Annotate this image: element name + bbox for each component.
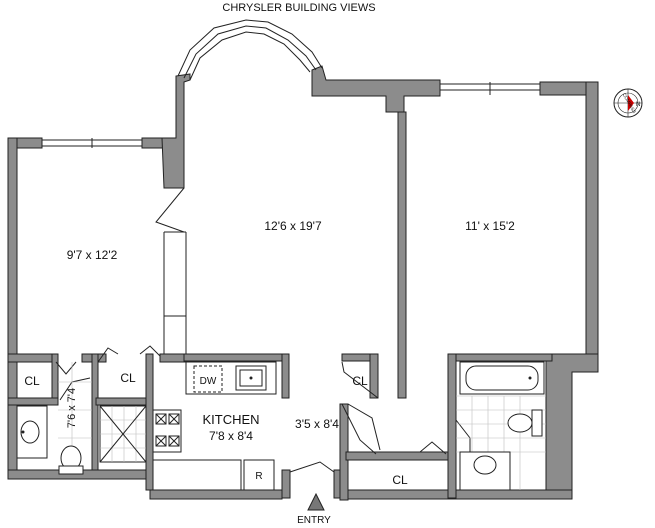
entry-arrow-icon	[307, 492, 325, 511]
closet-3-label: CL	[352, 374, 368, 388]
door-entry	[289, 461, 335, 473]
sink-right-icon	[473, 455, 497, 475]
interior-walls	[7, 111, 553, 501]
wall-living-top-right	[311, 65, 441, 113]
views-caption: CHRYSLER BUILDING VIEWS	[222, 2, 375, 14]
door-bath-2	[455, 419, 471, 452]
wall-entry-left	[281, 469, 291, 499]
wall-cl4-top	[345, 451, 457, 461]
wall-kitchen-right	[281, 353, 290, 399]
right-bedroom-dims: 11' x 15'2	[465, 219, 515, 233]
column-living-left	[161, 73, 191, 189]
doors	[55, 345, 471, 473]
bath-dims: 7'6 x 7'4	[66, 388, 78, 428]
labels: CHRYSLER BUILDING VIEWS 9'7 x 12'2 12'6 …	[24, 2, 515, 526]
wall-cl2-bottom	[95, 397, 153, 406]
living-room-dims: 12'6 x 19'7	[264, 219, 322, 233]
toilet-left-icon	[58, 445, 84, 475]
bay-window-inner	[183, 25, 317, 79]
bay-window-sill	[189, 31, 311, 81]
dishwasher	[193, 365, 223, 393]
door-bedroom-living	[155, 187, 185, 233]
kitchen-name: KITCHEN	[202, 412, 259, 427]
bay-window	[177, 19, 323, 81]
door-closet-4b	[419, 441, 447, 455]
door-closet-3	[341, 361, 379, 399]
door-closet-1	[55, 361, 77, 375]
door-closet-4a	[341, 403, 377, 455]
bathtub-icon	[459, 361, 545, 395]
wall-kitchen-top	[183, 353, 289, 362]
wall-cl3-right	[369, 353, 379, 399]
closet-4-label: CL	[392, 473, 408, 487]
wall-kitchen-left	[145, 353, 154, 491]
kitchen-counter-bottom	[152, 459, 242, 491]
compass-north: N	[636, 102, 640, 108]
wall-living-bedroom	[397, 111, 407, 399]
closet-2-label: CL	[120, 371, 136, 385]
window-left-bedroom	[41, 138, 143, 148]
stove-icon	[152, 409, 182, 453]
windows	[41, 82, 541, 148]
sink-left-icon	[20, 420, 40, 444]
kitchen-dims: 7'8 x 8'4	[209, 429, 253, 443]
wall-right-lower	[545, 353, 599, 499]
wall-bath2-left	[447, 353, 457, 499]
bay-window-outer	[177, 19, 323, 77]
shower-tile	[99, 405, 147, 463]
door-closet-2a	[97, 347, 119, 363]
bath-left	[16, 362, 147, 475]
living-partition	[155, 187, 187, 354]
wall-bed-closet-left	[7, 353, 57, 363]
refrigerator-label: R	[255, 471, 262, 482]
left-bedroom-dims: 9'7 x 12'2	[67, 248, 118, 262]
refrigerator	[243, 459, 275, 491]
wall-bottom-kitchen	[149, 489, 283, 500]
entry-label: ENTRY	[297, 515, 331, 526]
wall-cl1-right	[51, 353, 59, 401]
wall-cl1-bottom	[7, 397, 59, 406]
wall-bath-right	[91, 353, 99, 471]
dishwasher-label: DW	[200, 376, 217, 387]
wall-right	[585, 81, 599, 373]
toilet-right-icon	[507, 409, 543, 437]
window-right-bedroom	[439, 82, 541, 95]
door-foyer	[347, 403, 381, 451]
closet-1-label: CL	[24, 374, 40, 388]
compass-icon: COMPASS N	[613, 88, 643, 118]
kitchen	[152, 361, 277, 491]
door-closet-2b	[139, 345, 161, 357]
wall-bath2-top	[447, 353, 553, 362]
wall-left	[7, 137, 18, 479]
bath-right	[456, 361, 546, 491]
foyer-dims: 3'5 x 8'4	[295, 417, 339, 431]
